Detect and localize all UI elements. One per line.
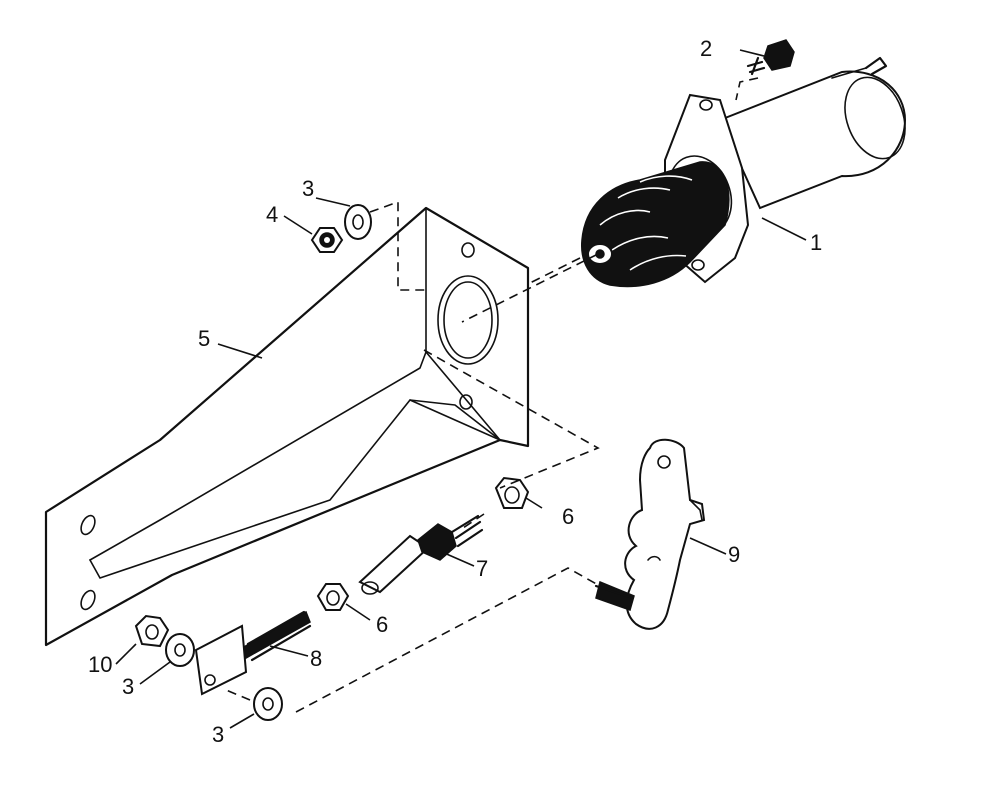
callout-lever: 9 bbox=[728, 542, 740, 567]
callout-nut-rod: 6 bbox=[562, 504, 574, 529]
callout-bracket: 5 bbox=[198, 326, 210, 351]
callout-rod: 8 bbox=[310, 646, 322, 671]
callout-coupling: 7 bbox=[476, 556, 488, 581]
washer-top bbox=[344, 204, 372, 240]
rod bbox=[194, 610, 312, 696]
nut-lower bbox=[316, 583, 350, 611]
callouts: 1 2 3 4 5 6 6 7 8 9 10 3 3 bbox=[88, 36, 822, 747]
callout-nut-lower: 6 bbox=[376, 612, 388, 637]
nut-bottom bbox=[134, 614, 170, 648]
washer-bottom bbox=[253, 687, 283, 721]
callout-nut-bottom: 10 bbox=[88, 652, 112, 677]
callout-nut-top: 4 bbox=[266, 202, 278, 227]
callout-washer-lower: 3 bbox=[122, 674, 134, 699]
nut-top bbox=[310, 227, 344, 253]
washer-lower bbox=[165, 633, 195, 667]
leader-lines bbox=[115, 49, 807, 729]
screw bbox=[746, 39, 795, 76]
solenoid bbox=[581, 56, 907, 288]
coupling bbox=[358, 514, 484, 595]
bracket bbox=[44, 206, 530, 647]
callout-washer-top: 3 bbox=[302, 176, 314, 201]
assembly-lines bbox=[225, 77, 759, 713]
nut-rod bbox=[494, 476, 530, 509]
lever bbox=[594, 438, 706, 630]
callout-screw: 2 bbox=[700, 36, 712, 61]
callout-washer-bottom: 3 bbox=[212, 722, 224, 747]
callout-solenoid: 1 bbox=[810, 230, 822, 255]
